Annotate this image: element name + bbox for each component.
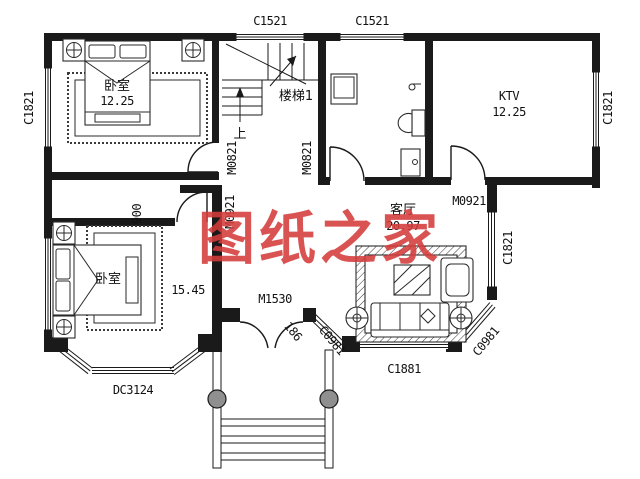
bedroom-top-furniture bbox=[62, 38, 208, 144]
label-dim-186: 186 bbox=[281, 319, 305, 344]
porch bbox=[207, 349, 339, 469]
bathroom-fixtures bbox=[330, 73, 426, 177]
label-door-m0921-hall: M0921 bbox=[223, 195, 237, 229]
label-dim-900: 900 bbox=[130, 204, 144, 224]
label-window-c1881: C1881 bbox=[387, 362, 421, 376]
room-name-bedroom-top: 卧室 bbox=[104, 78, 130, 94]
walls bbox=[44, 33, 600, 352]
room-name-stair: 楼梯1 bbox=[279, 89, 313, 104]
bedroom-bottom-furniture bbox=[52, 221, 163, 339]
watermark-text: 图纸之家 bbox=[198, 206, 442, 272]
room-area-bedroom-bottom: 15.45 bbox=[171, 283, 205, 297]
room-area-living: 20.97 bbox=[386, 219, 420, 233]
label-window-c1821-living: C1821 bbox=[501, 231, 515, 265]
room-area-ktv: 12.25 bbox=[492, 105, 526, 119]
label-door-m0821-a: M0821 bbox=[225, 141, 239, 175]
stair-up-label: 上 bbox=[233, 127, 246, 142]
doors bbox=[176, 141, 486, 349]
label-window-c1521-left: C1521 bbox=[253, 14, 287, 28]
room-name-bedroom-bottom: 卧室 bbox=[95, 271, 121, 287]
staircase bbox=[222, 43, 318, 122]
windows bbox=[44, 33, 600, 375]
room-name-ktv: KTV bbox=[499, 89, 519, 103]
label-door-m0921-ktv: M0921 bbox=[452, 194, 486, 208]
room-name-living: 客厅 bbox=[390, 202, 416, 218]
porch-column-left bbox=[207, 389, 227, 409]
label-window-c1821-ktv: C1821 bbox=[601, 91, 615, 125]
porch-column-right bbox=[319, 389, 339, 409]
label-window-c1821-left: C1821 bbox=[22, 91, 36, 125]
label-door-m1530: M1530 bbox=[258, 292, 292, 306]
living-room-furniture bbox=[345, 245, 474, 343]
label-window-c0981-right: C0981 bbox=[470, 324, 503, 359]
room-area-bedroom-top: 12.25 bbox=[100, 94, 134, 108]
label-bay-dc3124: DC3124 bbox=[113, 383, 154, 397]
label-window-c1521-mid: C1521 bbox=[355, 14, 389, 28]
label-door-m0821-b: M0821 bbox=[300, 141, 314, 175]
